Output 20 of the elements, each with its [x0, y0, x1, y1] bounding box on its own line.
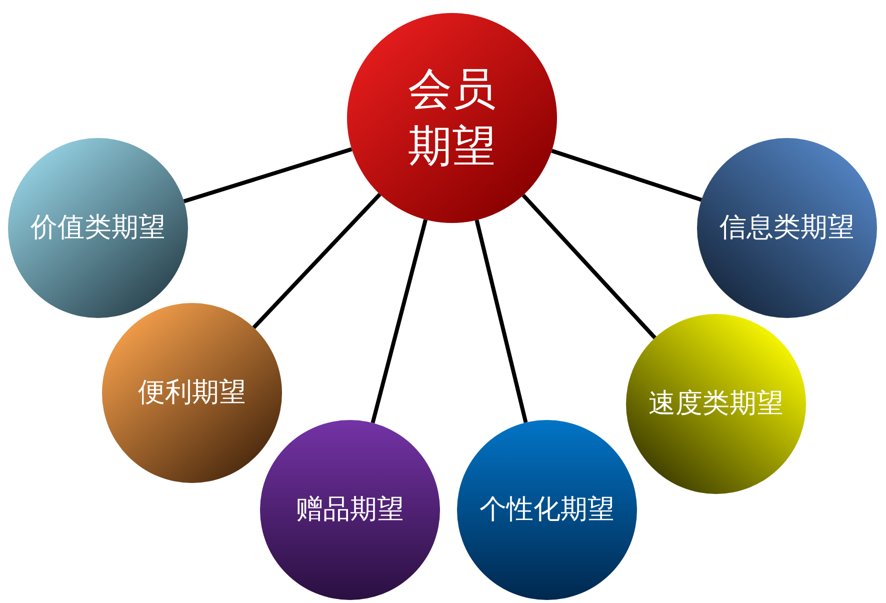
circle-node: [102, 303, 282, 483]
node-label: 会员期望: [407, 62, 497, 174]
node-label: 个性化期望: [480, 494, 614, 526]
connector-line: [370, 219, 428, 424]
node-label: 价值类期望: [30, 212, 166, 244]
circle-node: [697, 138, 877, 318]
circle-node: [457, 420, 637, 600]
node-label: 信息类期望: [720, 212, 854, 244]
circle-node: [260, 420, 440, 600]
connector-line: [474, 220, 528, 423]
node-label: 速度类期望: [648, 388, 784, 420]
circle-node: [626, 314, 806, 494]
connector-line: [551, 148, 702, 202]
circle-node: [347, 13, 557, 223]
connector-line: [252, 192, 382, 329]
circle-node: [8, 138, 188, 318]
connector-line: [183, 147, 352, 204]
connector-line: [522, 194, 656, 340]
node-label: 便利期望: [138, 376, 246, 410]
node-label: 赠品期望: [296, 494, 404, 526]
